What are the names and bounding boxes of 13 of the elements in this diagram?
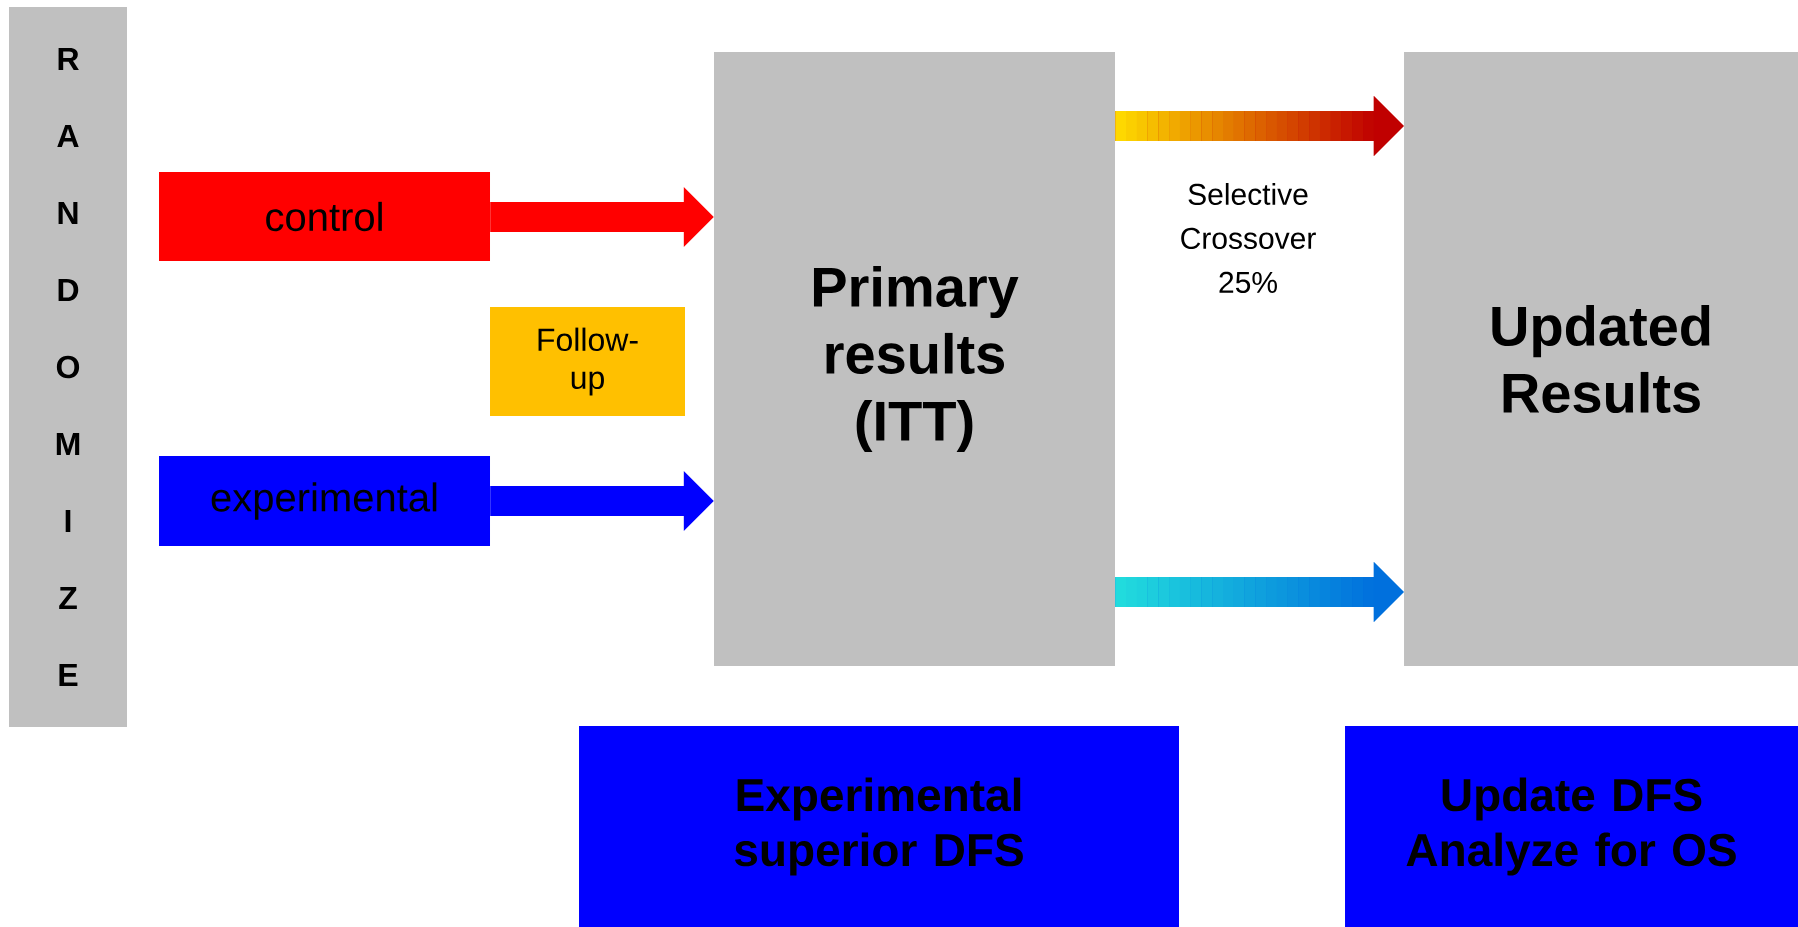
arrow <box>490 471 714 531</box>
results-box: Primary results (ITT) <box>714 52 1115 666</box>
vertical-label-bar: RANDOMIZE <box>9 7 127 727</box>
arrow <box>1115 562 1404 622</box>
arm-box: experimental <box>159 456 490 546</box>
conclusion-box: Update DFS Analyze for OS <box>1345 726 1798 927</box>
arrow <box>1115 96 1404 156</box>
edge-label: Selective Crossover 25% <box>1163 181 1333 295</box>
arrow <box>490 187 714 247</box>
follow-up-box: Follow-up <box>490 307 685 416</box>
results-box: Updated Results <box>1404 52 1798 666</box>
arm-box: control <box>159 172 490 261</box>
conclusion-box: Experimental superior DFS <box>579 726 1179 927</box>
